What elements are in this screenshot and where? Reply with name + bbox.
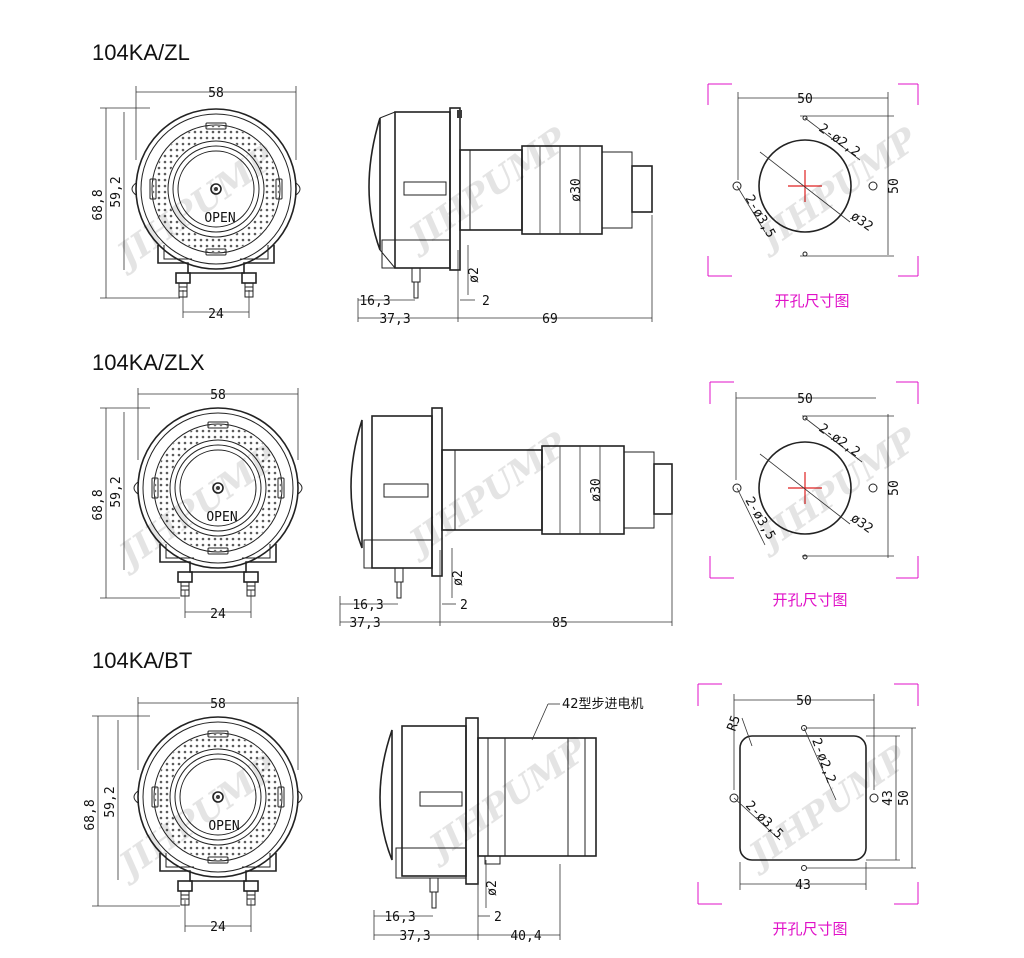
front-view: 58 68,8 59,2 24 OPEN (91, 86, 300, 322)
dim-port-pitch: 24 (210, 920, 226, 935)
section-104ka-zl: 104KA/ZL 58 68,8 59,2 24 OPEN (91, 40, 926, 327)
dim-inner-h: 43 (881, 790, 896, 806)
dim-16: 16,3 (384, 910, 415, 925)
dim-inner-w: 43 (795, 878, 811, 893)
dim-width: 58 (208, 86, 224, 101)
dim-tube-dia: ø2 (485, 880, 500, 896)
dim-16: 16,3 (352, 598, 383, 613)
dim-width: 58 (210, 388, 226, 403)
dim-center-dia: ø32 (848, 209, 876, 235)
dim-tube-dia: ø2 (467, 267, 482, 283)
side-view: ø30 37,3 69 16,3 2 ø2 (357, 107, 653, 327)
dim-2: 2 (460, 598, 468, 613)
motor-label: 42型步进电机 (562, 697, 644, 712)
dim-radius: R5 (725, 714, 744, 734)
model-title: 104KA/BT (92, 648, 192, 673)
dim-37: 37,3 (349, 616, 380, 631)
side-view: ø30 37,3 85 16,3 2 ø2 (339, 407, 673, 631)
dim-center-dia: ø32 (848, 511, 876, 537)
cutout-caption: 开孔尺寸图 (774, 292, 849, 310)
dim-2: 2 (482, 294, 490, 309)
dim-height-inner: 59,2 (109, 176, 124, 207)
dim-height-inner: 59,2 (109, 476, 124, 507)
cutout-diagram: 50 50 2-ø2,2 2-ø3,5 ø32 开孔尺寸图 (709, 381, 926, 609)
dim-motor-length: 69 (542, 312, 558, 327)
dim-width: 58 (210, 697, 226, 712)
cutout-diagram: 50 43 50 43 R5 2-ø2,2 2-ø3,5 开孔尺寸图 (697, 683, 919, 938)
dim-16: 16,3 (359, 294, 390, 309)
dim-port-pitch: 24 (208, 307, 224, 322)
dim-tube-dia: ø2 (451, 570, 466, 586)
dim-37: 37,3 (399, 929, 430, 944)
dim-motor-length: 85 (552, 616, 568, 631)
dim-height-outer: 68,8 (91, 189, 106, 220)
dim-pitch-v: 50 (887, 480, 902, 496)
front-view: 58 68,8 59,2 24 OPEN (83, 697, 302, 935)
dim-pitch: 50 (797, 392, 813, 407)
dim-height-outer: 68,8 (91, 489, 106, 520)
front-view: 58 68,8 59,2 24 OPEN (91, 388, 302, 622)
dim-motor-dia: ø30 (589, 478, 604, 501)
dim-pitch-v: 50 (897, 790, 912, 806)
section-104ka-zlx: 104KA/ZLX 58 68,8 59,2 24 OPEN (91, 350, 926, 631)
cutout-caption: 开孔尺寸图 (772, 591, 847, 609)
dim-port-pitch: 24 (210, 607, 226, 622)
cutout-caption: 开孔尺寸图 (772, 920, 847, 938)
dim-pitch-v: 50 (887, 178, 902, 194)
dim-2: 2 (494, 910, 502, 925)
side-view: 42型步进电机 37,3 40,4 16,3 2 ø2 (373, 697, 644, 944)
dim-height-inner: 59,2 (103, 786, 118, 817)
dim-37: 37,3 (379, 312, 410, 327)
section-104ka-bt: 104KA/BT 58 68,8 59,2 24 OPEN (83, 648, 919, 944)
model-title: 104KA/ZLX (92, 350, 205, 375)
dim-height-outer: 68,8 (83, 799, 98, 830)
dim-motor-dia: ø30 (569, 178, 584, 201)
dim-pitch: 50 (796, 694, 812, 709)
dim-motor-length: 40,4 (510, 929, 541, 944)
cutout-diagram: 50 50 2-ø2,2 2-ø3,5 ø32 开孔尺寸图 (707, 83, 926, 310)
model-title: 104KA/ZL (92, 40, 190, 65)
dim-pitch: 50 (797, 92, 813, 107)
